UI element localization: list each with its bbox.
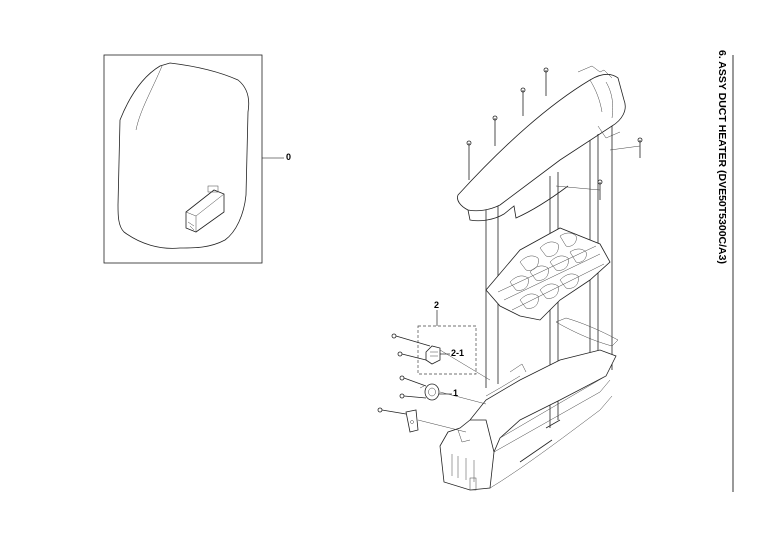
inset-frame [103, 54, 263, 264]
thumb-contour-line [135, 65, 163, 131]
callout-0: 0 [286, 152, 292, 162]
small-bracket [405, 409, 419, 433]
heater-block-thumbnail [185, 185, 225, 233]
heater-element-plate [485, 227, 611, 321]
assembly-inset [103, 54, 263, 264]
page-title: 6. ASSY DUCT HEATER (DVE50T5300C/A3) [716, 50, 728, 264]
thermostat-part-2-1 [425, 345, 441, 365]
side-screws [377, 145, 641, 433]
duct-top-cover [457, 65, 626, 222]
duct-assembly-thumbnail [117, 62, 250, 249]
callout-1: 1 [453, 388, 459, 398]
group-box-2 [417, 325, 477, 375]
thermal-fuse-part-1 [419, 383, 440, 401]
top-screws [466, 67, 643, 200]
callout-2-1: 2-1 [451, 348, 465, 358]
duct-heater-exploded-view [377, 65, 643, 491]
lower-housing [439, 317, 619, 491]
callout-2: 2 [434, 300, 440, 310]
